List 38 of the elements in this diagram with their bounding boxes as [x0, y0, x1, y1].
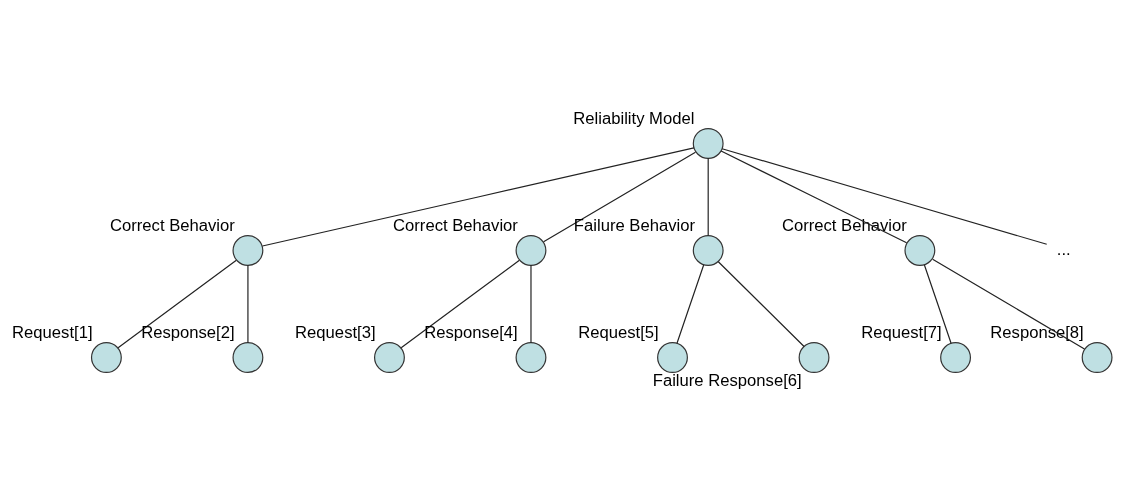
connector: [720, 150, 908, 244]
node-label: Failure Behavior: [573, 216, 696, 236]
connector: [261, 147, 695, 247]
connector: [530, 264, 532, 344]
node-label: Request[5]: [578, 323, 659, 343]
connector: [707, 157, 709, 237]
node-circle: [692, 128, 724, 159]
node-label: Correct Behavior: [393, 216, 518, 236]
connector: [923, 264, 952, 344]
node-label: Response[4]: [424, 323, 518, 343]
node-label: Reliability Model: [573, 109, 695, 129]
connector: [932, 258, 1086, 350]
connector: [717, 261, 805, 348]
node-circle: [515, 342, 547, 373]
node-label: Request[1]: [12, 323, 93, 343]
node-circle: [798, 342, 830, 373]
node-circle: [232, 235, 264, 266]
connector: [400, 259, 520, 349]
node-circle: [90, 342, 122, 373]
node-circle: [374, 342, 405, 373]
node-circle: [1081, 342, 1113, 373]
connector: [676, 264, 705, 344]
node-circle: [940, 342, 972, 373]
node-label: Response[2]: [141, 323, 235, 343]
node-circle: [904, 235, 936, 266]
node-text: ...: [1056, 239, 1071, 259]
node-circle: [657, 342, 688, 373]
node-label: Request[7]: [861, 323, 942, 343]
node-label: Request[3]: [295, 323, 376, 343]
node-label: Correct Behavior: [109, 216, 235, 236]
node-label: Failure Response[6]: [652, 370, 802, 390]
connector: [247, 264, 249, 344]
node-circle: [692, 235, 724, 266]
connector: [721, 148, 1048, 245]
connector: [543, 151, 697, 243]
node-circle: [232, 342, 264, 373]
node-circle: [515, 235, 547, 266]
connector: [117, 259, 237, 349]
